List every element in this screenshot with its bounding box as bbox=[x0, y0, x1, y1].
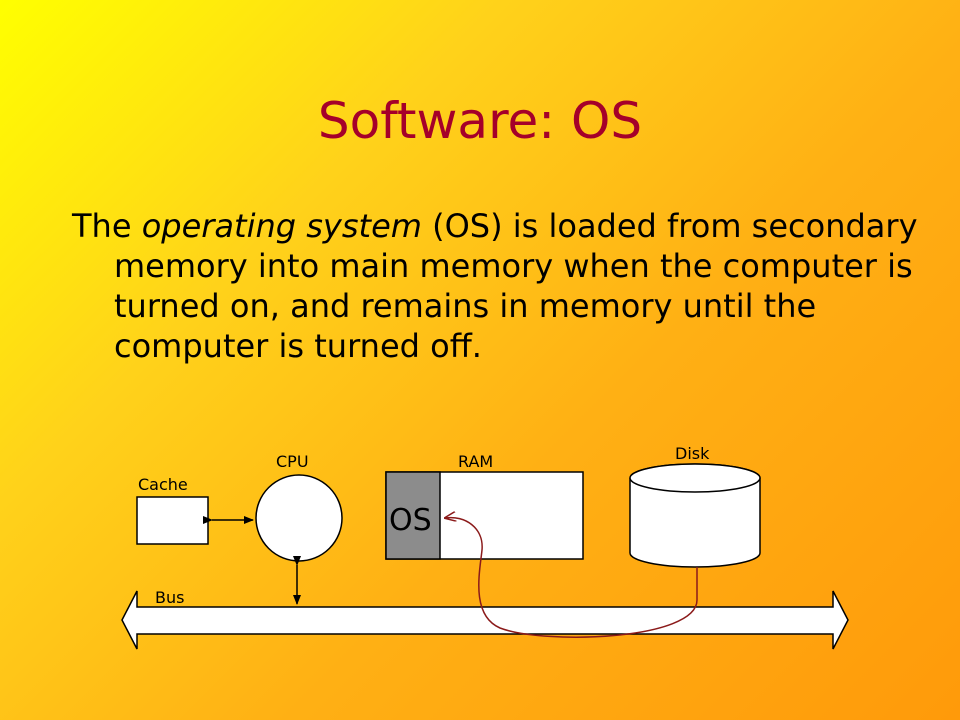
slide-body-text: The operating system (OS) is loaded from… bbox=[72, 206, 954, 366]
slide-title: Software: OS bbox=[317, 92, 643, 150]
body-text-start: The bbox=[72, 207, 142, 245]
bus-arrow bbox=[121, 590, 849, 650]
disk-cylinder-top bbox=[629, 463, 761, 493]
disk-label: Disk bbox=[675, 444, 710, 463]
bus-label: Bus bbox=[155, 588, 184, 607]
os-load-arrow bbox=[445, 518, 698, 638]
ram-label: RAM bbox=[458, 452, 493, 471]
cpu-label: CPU bbox=[276, 452, 309, 471]
os-label: OS bbox=[389, 503, 432, 538]
body-text-rest: (OS) is loaded from secondary memory int… bbox=[114, 207, 918, 365]
cache-label: Cache bbox=[138, 475, 188, 494]
body-text-emphasis: operating system bbox=[141, 207, 422, 245]
os-block bbox=[385, 471, 441, 560]
cpu-circle bbox=[255, 474, 343, 562]
cache-box bbox=[136, 496, 209, 545]
